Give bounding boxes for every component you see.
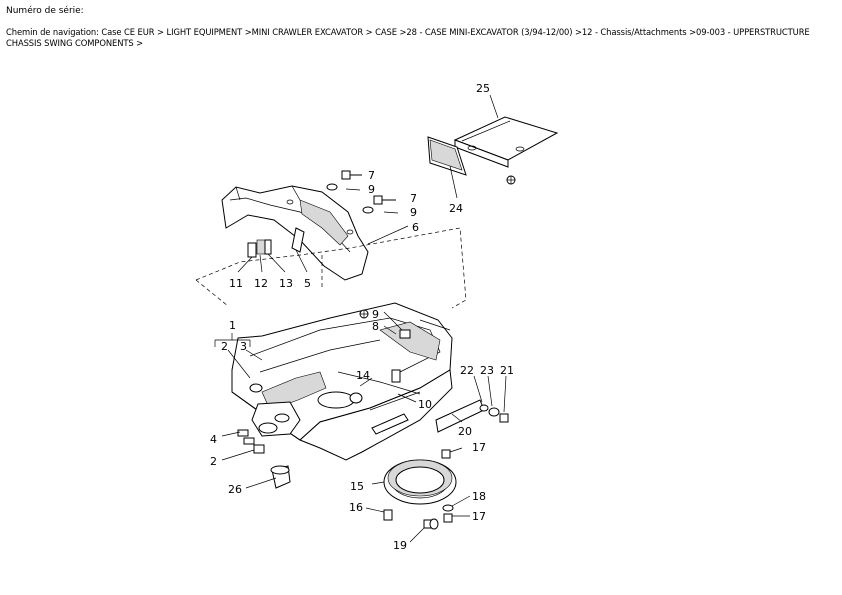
callout-7-top[interactable]: 7 — [368, 169, 375, 182]
callout-11[interactable]: 11 — [229, 277, 243, 290]
callout-3[interactable]: 3 — [240, 340, 247, 353]
serial-number-label: Numéro de série: — [6, 6, 84, 16]
callout-10[interactable]: 10 — [418, 398, 432, 411]
callout-12[interactable]: 12 — [254, 277, 268, 290]
callout-19[interactable]: 19 — [393, 539, 407, 552]
bracket-blocks-11-12-13 — [247, 239, 272, 258]
callout-1[interactable]: 1 — [229, 319, 236, 332]
bolts-16-17-18-19 — [383, 449, 454, 530]
callout-23[interactable]: 23 — [480, 364, 494, 377]
callout-15[interactable]: 15 — [350, 480, 364, 493]
callout-24[interactable]: 24 — [449, 202, 463, 215]
callout-14[interactable]: 14 — [356, 369, 370, 382]
cover-plate-part-25 — [427, 116, 559, 185]
upperstructure-frame — [231, 302, 453, 461]
callout-5[interactable]: 5 — [304, 277, 311, 290]
callout-17-top[interactable]: 17 — [472, 441, 486, 454]
callout-18[interactable]: 18 — [472, 490, 486, 503]
callout-9-right[interactable]: 9 — [372, 308, 379, 321]
swing-bearing-part-15 — [383, 459, 457, 505]
swing-shroud-part-6 — [221, 185, 369, 281]
callout-13[interactable]: 13 — [279, 277, 293, 290]
callout-25[interactable]: 25 — [476, 82, 490, 95]
breadcrumb[interactable]: Chemin de navigation: Case CE EUR > LIGH… — [6, 27, 810, 48]
callout-22[interactable]: 22 — [460, 364, 474, 377]
callout-20[interactable]: 20 — [458, 425, 472, 438]
callout-7-mid[interactable]: 7 — [410, 192, 417, 205]
callout-4[interactable]: 4 — [210, 433, 217, 446]
side-plate-20-21-22-23 — [435, 399, 509, 433]
bolt-washer-7-9-top — [326, 170, 396, 214]
callout-9-mid[interactable]: 9 — [410, 206, 417, 219]
callout-8[interactable]: 8 — [372, 320, 379, 333]
pins-4-2-26 — [237, 429, 291, 489]
callout-6[interactable]: 6 — [412, 221, 419, 234]
callout-21[interactable]: 21 — [500, 364, 514, 377]
callout-2-bottom[interactable]: 2 — [210, 455, 217, 468]
callout-2-top[interactable]: 2 — [221, 340, 228, 353]
callout-26[interactable]: 26 — [228, 483, 242, 496]
callout-9-top[interactable]: 9 — [368, 183, 375, 196]
callout-16[interactable]: 16 — [349, 501, 363, 514]
callout-17-bottom[interactable]: 17 — [472, 510, 486, 523]
